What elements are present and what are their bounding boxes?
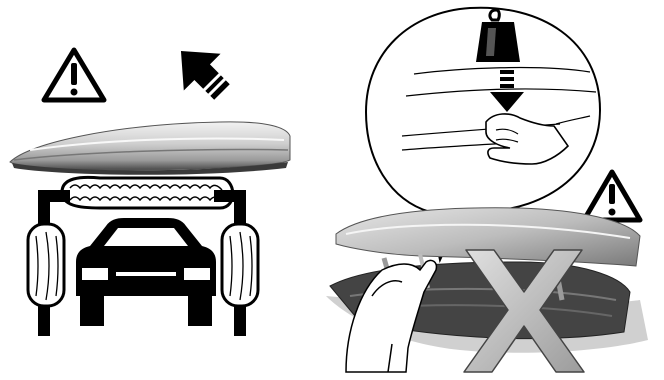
side-brush-right [222, 224, 258, 306]
closing-lid-panel [326, 8, 648, 372]
up-right-arrow-icon [163, 33, 241, 111]
side-brush-left [28, 224, 64, 306]
warning-triangle-icon [584, 172, 640, 220]
car-icon [76, 218, 216, 326]
car-wash-panel [10, 33, 290, 336]
roof-box-icon [10, 122, 290, 175]
warning-triangle-icon [44, 50, 104, 100]
